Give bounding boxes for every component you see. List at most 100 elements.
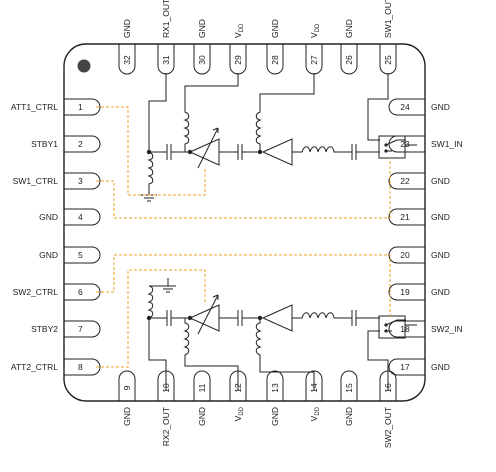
pin-26-pad: [340, 44, 358, 75]
pin-29-label: VDD: [233, 23, 245, 38]
pin-28-label: GND: [270, 19, 280, 38]
ch1-shunt-inductor: [147, 151, 154, 195]
pin-18-pad: [388, 320, 425, 338]
pin-21-number: 21: [400, 212, 410, 222]
pin-15-label: GND: [344, 407, 354, 426]
pin-31-number: 31: [161, 55, 171, 65]
pin-1-label: ATT1_CTRL: [11, 102, 58, 112]
pin-11-pad: [193, 370, 211, 401]
channel-2-circuit: [147, 278, 417, 391]
pin-25-number: 25: [383, 55, 393, 65]
ch2-cap-2: [237, 310, 243, 326]
pin-19-label: GND: [431, 287, 450, 297]
ch1-cap-2: [237, 144, 243, 160]
pin-29-number: 29: [233, 55, 243, 65]
pin-17-label: GND: [431, 362, 450, 372]
pin-4-label: GND: [39, 212, 58, 222]
pin-15-pad: [340, 370, 358, 401]
pin-30-pad: [193, 44, 211, 75]
package-outline: [63, 43, 426, 402]
pin-9-label: GND: [122, 407, 132, 426]
pin-22-number: 22: [400, 176, 410, 186]
pin-1-number: 1: [78, 102, 83, 112]
sw2-out-trace: [367, 330, 389, 391]
pin-24-number: 24: [400, 102, 410, 112]
pin-3-number: 3: [78, 176, 83, 186]
pin-9-pad: [118, 370, 136, 401]
ch1-attenuator: [188, 138, 220, 166]
pin-6-number: 6: [78, 287, 83, 297]
ch2-attenuator-arrow: [197, 294, 219, 335]
pin-21-pad: [388, 208, 425, 226]
ch2-series-inductor: [292, 312, 352, 319]
pin-19-pad: [388, 283, 425, 301]
pin-32-number: 32: [122, 55, 132, 65]
ch2-cap-1: [166, 310, 172, 326]
sw1-ctrl-trace: [96, 158, 391, 219]
ch1-cap-3: [351, 144, 357, 160]
ch1-vdd-bias-2: [255, 73, 315, 152]
pin-20-number: 20: [400, 250, 410, 260]
pin-1-pad: [64, 98, 101, 116]
ch1-ground-symbol: [141, 194, 157, 202]
sw2-ctrl-trace: [96, 254, 391, 316]
ch1-vdd-bias-1: [183, 73, 239, 153]
ch1-nodes: [146, 143, 388, 155]
att2-ctrl-trace: [96, 269, 206, 368]
pin-5-number: 5: [78, 250, 83, 260]
pin-10-label: RX2_OUT: [161, 407, 171, 446]
pin1-marker: [77, 59, 91, 73]
pin-22-label: GND: [431, 176, 450, 186]
pin-31-label: RX1_OUT: [161, 0, 171, 38]
sw1-out-trace: [367, 73, 389, 141]
ch2-vdd-bias-2: [255, 318, 315, 391]
pin-14-label: VDD: [309, 406, 321, 421]
pin-5-pad: [64, 246, 101, 264]
pin-27-label: VDD: [309, 23, 321, 38]
ch2-ground-symbol: [160, 285, 176, 293]
rx2-out-trace: [148, 318, 167, 391]
pin-7-pad: [64, 320, 101, 338]
pin-18-label: SW2_IN: [431, 324, 463, 334]
att1-ctrl-trace: [96, 106, 206, 196]
pin-20-label: GND: [431, 250, 450, 260]
pin-2-number: 2: [78, 139, 83, 149]
pin-30-label: GND: [197, 19, 207, 38]
rx1-out-trace: [148, 73, 167, 152]
pin-6-pad: [64, 283, 101, 301]
pin-8-label: ATT2_CTRL: [11, 362, 58, 372]
pin-32-label: GND: [122, 19, 132, 38]
pin-19-number: 19: [400, 287, 410, 297]
ch1-cap-1: [166, 144, 172, 160]
pin-14-pad: [305, 370, 323, 401]
pin-28-pad: [266, 44, 284, 75]
ch1-series-inductor: [292, 146, 352, 153]
pin-12-label: VDD: [233, 406, 245, 421]
ch1-attenuator-arrow: [197, 127, 219, 169]
pin-15-number: 15: [344, 383, 354, 393]
ch2-lna: [261, 304, 293, 332]
ch2-attenuator: [188, 304, 220, 332]
pin-8-number: 8: [78, 362, 83, 372]
pin-3-label: SW1_CTRL: [13, 176, 59, 186]
channel-1-circuit: [141, 73, 417, 202]
pin-11-label: GND: [197, 407, 207, 426]
pin-25-label: SW1_OUT: [383, 0, 393, 38]
pin-16-label: SW2_OUT: [383, 407, 393, 448]
ch1-lna: [261, 138, 293, 166]
ch2-nodes: [146, 315, 388, 333]
pin-2-label: STBY1: [31, 139, 58, 149]
pin-3-pad: [64, 172, 101, 190]
pin-9-number: 9: [122, 385, 132, 390]
ch2-shunt-inductor: [147, 285, 168, 319]
ch2-vdd-bias-1: [183, 317, 239, 391]
switch-2-box: [378, 315, 406, 339]
pin-24-label: GND: [431, 102, 450, 112]
pin-26-label: GND: [344, 19, 354, 38]
pin-11-number: 11: [197, 383, 207, 392]
pin-13-number: 13: [270, 383, 280, 393]
pin-22-pad: [388, 172, 425, 190]
pin-24-pad: [388, 98, 425, 116]
pin-6-label: SW2_CTRL: [13, 287, 59, 297]
